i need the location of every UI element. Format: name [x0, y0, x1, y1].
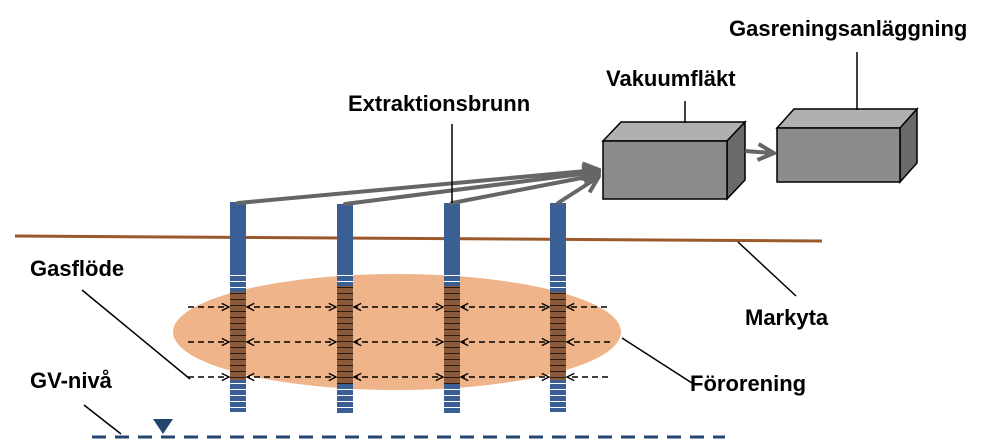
extraction-well-2: [337, 204, 353, 414]
vacuum-fan-box: [601, 120, 747, 201]
ground-surface-line: [14, 234, 823, 243]
gas-flow-label: Gasflöde: [30, 256, 124, 281]
contamination-plume: [173, 274, 621, 390]
extraction-well-1: [230, 202, 246, 412]
fan-to-treatment-arrow: [744, 151, 772, 153]
extraction-well-label: Extraktionsbrunn: [348, 91, 530, 116]
extraction-well-4: [550, 203, 566, 412]
ground-surface-label: Markyta: [745, 305, 829, 330]
contamination-label: Förorening: [690, 371, 806, 396]
extraction-pipes: [236, 170, 597, 206]
extraction-well-3: [444, 203, 460, 414]
gas-treatment-label: Gasreningsanläggning: [729, 16, 967, 41]
gas-flow-arrows: [188, 307, 610, 377]
water-level-triangle-icon: [153, 419, 173, 434]
leader-lines: [81, 52, 858, 435]
vacuum-fan-label: Vakuumfläkt: [606, 66, 736, 91]
gas-treatment-box: [775, 107, 919, 184]
groundwater-level-label: GV-nivå: [30, 368, 113, 393]
